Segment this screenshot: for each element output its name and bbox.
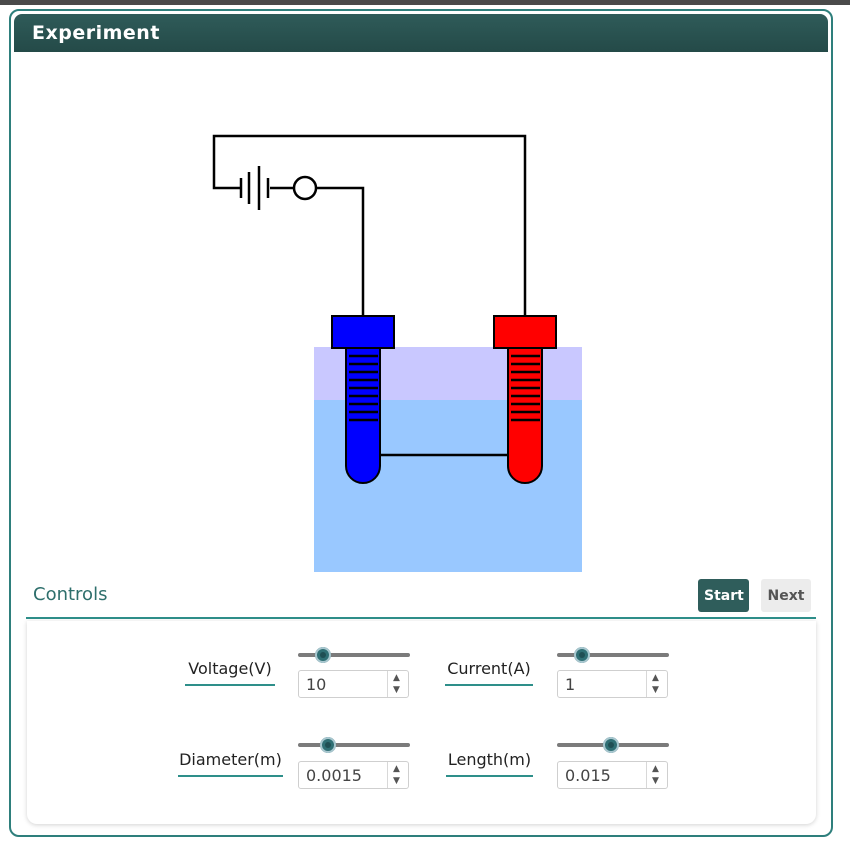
length-down-icon[interactable]: ▼ [652,776,659,786]
panel-header: Experiment [14,14,828,52]
diameter-stepper[interactable]: ▲ ▼ [387,762,408,788]
voltage-value[interactable]: 10 [306,675,327,694]
next-button[interactable]: Next [761,579,811,612]
length-value[interactable]: 0.015 [565,766,611,785]
diameter-label: Diameter(m) [178,750,283,777]
length-slider-thumb[interactable] [603,737,620,753]
start-button[interactable]: Start [698,579,749,612]
diameter-slider[interactable] [298,737,410,753]
current-up-icon[interactable]: ▲ [652,673,659,683]
panel-title: Experiment [32,22,160,44]
current-underline [445,684,533,686]
length-label-text: Length(m) [447,750,532,769]
diameter-slider-thumb[interactable] [320,737,337,753]
length-underline [446,775,533,777]
current-slider-thumb[interactable] [574,647,591,663]
voltage-label-text: Voltage(V) [188,659,272,678]
current-stepper[interactable]: ▲ ▼ [646,671,667,697]
circuit-wires [212,134,527,457]
current-input[interactable]: 1 ▲ ▼ [557,670,668,698]
diameter-down-icon[interactable]: ▼ [393,776,400,786]
diameter-slider-track[interactable] [298,743,410,747]
controls-heading: Controls [33,584,108,605]
cathode-electrode [331,315,395,484]
length-slider[interactable] [557,737,669,753]
electrolysis-apparatus [212,134,582,572]
current-label: Current(A) [445,659,533,686]
length-up-icon[interactable]: ▲ [652,764,659,774]
diameter-label-text: Diameter(m) [179,750,282,769]
current-down-icon[interactable]: ▼ [652,685,659,695]
current-slider-track[interactable] [557,653,669,657]
diameter-underline [178,775,283,777]
current-value[interactable]: 1 [565,675,576,694]
voltage-stepper[interactable]: ▲ ▼ [387,671,408,697]
voltage-up-icon[interactable]: ▲ [393,673,400,683]
switch-icon[interactable] [292,175,318,201]
voltage-underline [185,684,275,686]
anode-electrode [493,315,557,484]
length-label: Length(m) [446,750,533,777]
controls-panel [27,621,816,824]
window-top-border [0,0,850,5]
controls-divider [26,617,816,619]
voltage-slider[interactable] [298,647,410,663]
diameter-value[interactable]: 0.0015 [306,766,362,785]
length-input[interactable]: 0.015 ▲ ▼ [557,761,668,789]
current-slider[interactable] [557,647,669,663]
diameter-input[interactable]: 0.0015 ▲ ▼ [298,761,409,789]
current-label-text: Current(A) [447,659,531,678]
diameter-up-icon[interactable]: ▲ [393,764,400,774]
voltage-input[interactable]: 10 ▲ ▼ [298,670,409,698]
voltage-slider-track[interactable] [298,653,410,657]
voltage-down-icon[interactable]: ▼ [393,685,400,695]
voltage-slider-thumb[interactable] [315,647,332,663]
voltage-label: Voltage(V) [185,659,275,686]
length-stepper[interactable]: ▲ ▼ [646,762,667,788]
battery-icon [239,166,270,210]
